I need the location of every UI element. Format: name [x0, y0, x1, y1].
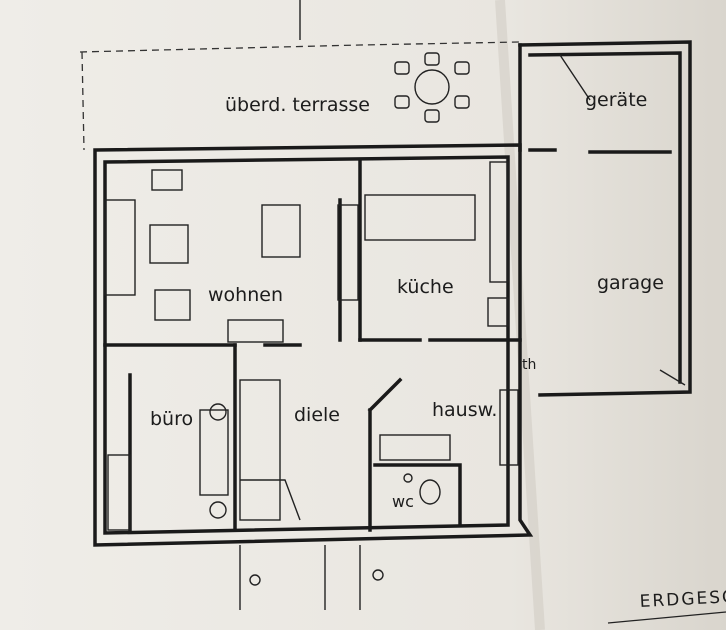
room-label-office: büro: [150, 408, 193, 430]
room-label-wc: wc: [392, 492, 414, 511]
house-walls: [93, 143, 534, 547]
terrace-table-icon: [394, 52, 470, 123]
room-label-shed: geräte: [585, 89, 647, 111]
sheet-title: ERDGESC: [639, 587, 726, 612]
room-label-living: wohnen: [208, 284, 283, 306]
door-label-th: th: [522, 357, 536, 373]
room-label-kitchen: küche: [397, 276, 454, 298]
room-label-terrace: überd. terrasse: [225, 94, 370, 116]
furniture: [104, 161, 519, 610]
room-label-utility: hausw.: [432, 399, 497, 421]
terrace-outline: [79, 0, 521, 151]
room-label-hall: diele: [294, 404, 340, 426]
garage-walls: [518, 40, 692, 397]
room-label-garage: garage: [597, 272, 664, 294]
title-underline: [607, 611, 726, 624]
